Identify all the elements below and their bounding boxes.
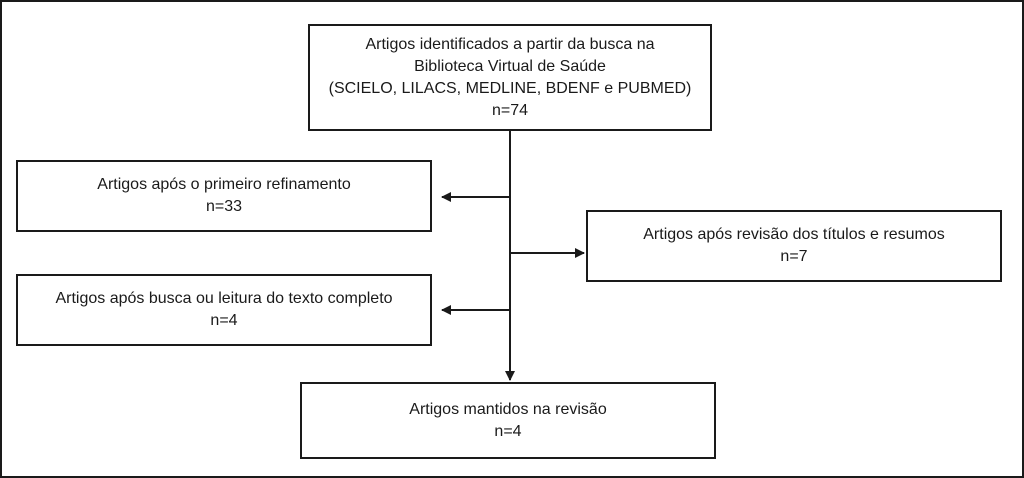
retained-articles-box: Artigos mantidos na revisão n=4 [300,382,716,459]
full-text-label: Artigos após busca ou leitura do texto c… [55,290,393,307]
full-text-count: n=4 [210,312,238,329]
retained-label: Artigos mantidos na revisão [409,400,607,418]
first-refinement-count: n=33 [205,198,243,215]
title-abstract-review-box: Artigos após revisão dos títulos e resum… [586,210,1002,282]
first-refinement-label: Artigos após o primeiro refinamento [97,176,351,193]
full-text-box: Artigos após busca ou leitura do texto c… [16,274,432,346]
identified-articles-box: Artigos identificados a partir da busca … [308,24,712,131]
identified-line2: Biblioteca Virtual de Saúde [414,57,606,75]
identified-line1: Artigos identificados a partir da busca … [365,35,655,53]
title-abstract-review-label: Artigos após revisão dos títulos e resum… [643,226,945,243]
first-refinement-box: Artigos após o primeiro refinamento n=33 [16,160,432,232]
identified-line3: (SCIELO, LILACS, MEDLINE, BDENF e PUBMED… [328,79,692,97]
identified-count: n=74 [491,101,529,119]
title-abstract-review-count: n=7 [780,248,808,265]
retained-count: n=4 [494,422,522,440]
